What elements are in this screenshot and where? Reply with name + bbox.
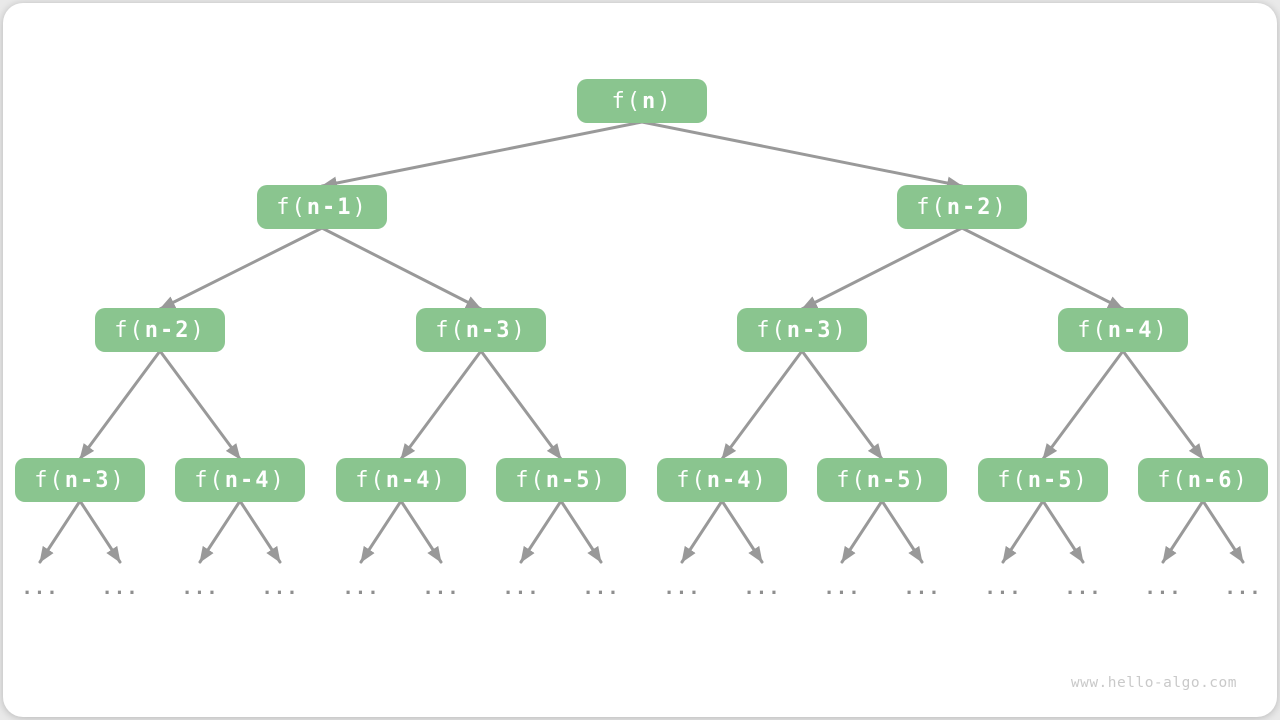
edge-arrow	[320, 226, 483, 311]
node-label-prefix: f(	[515, 467, 546, 493]
tree-node-f-n-3-l3c: f(n-3)	[737, 308, 867, 352]
node-label-prefix: f(	[1077, 317, 1108, 343]
edge-arrow	[1041, 349, 1125, 461]
edge-arrow	[559, 499, 603, 564]
tree-node-f-n-4-l3d: f(n-4)	[1058, 308, 1188, 352]
tree-node-f-n-4-l4c: f(n-4)	[336, 458, 466, 502]
edge-arrow	[158, 226, 324, 311]
node-label-suffix: )	[270, 467, 286, 493]
node-label-prefix: f(	[435, 317, 466, 343]
tree-node-f-n-5-l4f: f(n-5)	[817, 458, 947, 502]
node-label-prefix: f(	[194, 467, 225, 493]
edge-arrow	[680, 499, 724, 564]
tree-node-f-n-5-l4g: f(n-5)	[978, 458, 1108, 502]
edge-arrow	[158, 349, 242, 461]
node-label-suffix: )	[352, 194, 368, 220]
node-label-suffix: )	[992, 194, 1008, 220]
node-label-suffix: )	[657, 88, 673, 114]
node-label-suffix: )	[832, 317, 848, 343]
edge-arrow	[359, 499, 403, 564]
edge-arrow	[840, 499, 884, 564]
node-label-suffix: )	[591, 467, 607, 493]
edge-arrow	[519, 499, 563, 564]
node-label-prefix: f(	[34, 467, 65, 493]
node-label-argument: n-2	[946, 194, 993, 220]
node-label-argument: n-5	[545, 467, 592, 493]
node-label-argument: n-1	[306, 194, 353, 220]
edge-arrow	[1121, 349, 1205, 461]
node-label-prefix: f(	[997, 467, 1028, 493]
node-label-suffix: )	[431, 467, 447, 493]
edge-arrow	[1041, 499, 1085, 564]
node-label-argument: n-3	[465, 317, 512, 343]
node-label-argument: n-6	[1187, 467, 1234, 493]
node-label-argument: n-2	[144, 317, 191, 343]
tree-node-f-n-4-l4b: f(n-4)	[175, 458, 305, 502]
node-label-argument: n-4	[1107, 317, 1154, 343]
node-label-suffix: )	[1073, 467, 1089, 493]
edge-arrow	[238, 499, 282, 564]
node-label-argument: n-3	[786, 317, 833, 343]
edge-arrow	[78, 499, 122, 564]
tree-node-f-n: f(n)	[577, 79, 707, 123]
tree-node-f-n-1: f(n-1)	[257, 185, 387, 229]
edge-arrow	[720, 349, 804, 461]
node-label-prefix: f(	[114, 317, 145, 343]
node-label-argument: n-4	[706, 467, 753, 493]
node-label-prefix: f(	[916, 194, 947, 220]
node-label-prefix: f(	[836, 467, 867, 493]
node-label-prefix: f(	[676, 467, 707, 493]
edge-arrow	[640, 120, 964, 190]
node-label-argument: n-5	[866, 467, 913, 493]
edge-arrow	[320, 120, 644, 190]
tree-node-f-n-2: f(n-2)	[897, 185, 1027, 229]
node-label-suffix: )	[752, 467, 768, 493]
node-label-prefix: f(	[355, 467, 386, 493]
edge-arrow	[38, 499, 82, 564]
tree-node-f-n-3-l4a: f(n-3)	[15, 458, 145, 502]
edge-arrow	[880, 499, 924, 564]
node-label-argument: n	[642, 88, 658, 114]
tree-node-f-n-6-l4h: f(n-6)	[1138, 458, 1268, 502]
edge-arrow	[78, 349, 162, 461]
node-label-prefix: f(	[756, 317, 787, 343]
tree-node-f-n-2-l3a: f(n-2)	[95, 308, 225, 352]
edge-arrow	[960, 226, 1125, 311]
edge-arrow	[1001, 499, 1045, 564]
tree-node-f-n-5-l4d: f(n-5)	[496, 458, 626, 502]
edge-arrow	[1201, 499, 1245, 564]
edge-arrow	[800, 226, 964, 311]
tree-node-f-n-3-l3b: f(n-3)	[416, 308, 546, 352]
edge-arrow	[198, 499, 242, 564]
edge-arrow	[800, 349, 884, 461]
watermark: www.hello-algo.com	[1070, 675, 1237, 691]
node-label-suffix: )	[1233, 467, 1249, 493]
node-label-suffix: )	[110, 467, 126, 493]
node-label-suffix: )	[1153, 317, 1169, 343]
node-label-argument: n-4	[224, 467, 271, 493]
edge-arrow	[1161, 499, 1205, 564]
edge-arrow	[479, 349, 563, 461]
tree-node-f-n-4-l4e: f(n-4)	[657, 458, 787, 502]
node-label-prefix: f(	[1157, 467, 1188, 493]
node-label-prefix: f(	[276, 194, 307, 220]
node-label-argument: n-4	[385, 467, 432, 493]
node-label-suffix: )	[912, 467, 928, 493]
edge-arrow	[720, 499, 764, 564]
node-label-argument: n-5	[1027, 467, 1074, 493]
node-label-suffix: )	[511, 317, 527, 343]
edge-arrow	[399, 499, 443, 564]
node-label-suffix: )	[190, 317, 206, 343]
node-label-prefix: f(	[611, 88, 642, 114]
node-label-argument: n-3	[64, 467, 111, 493]
edge-arrow	[399, 349, 483, 461]
